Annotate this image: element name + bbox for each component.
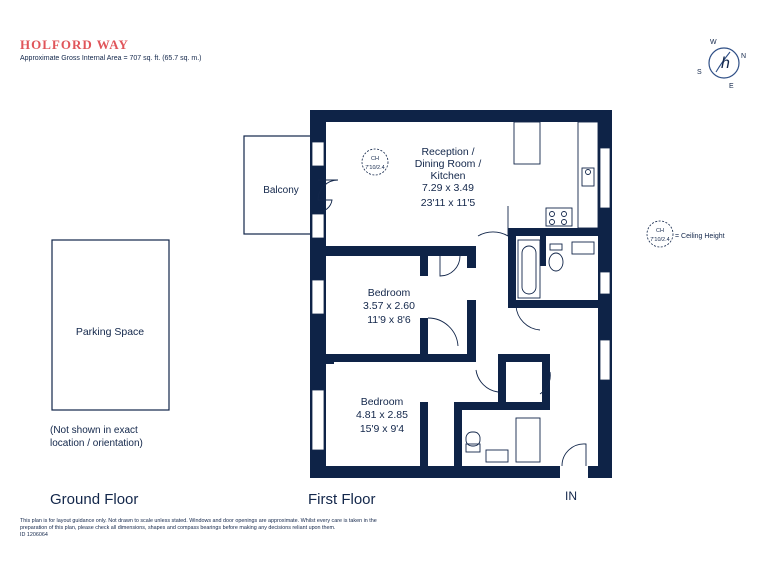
reception-label: Reception / Dining Room / Kitchen 7.29 x… — [415, 146, 482, 209]
kitchen-units — [513, 121, 599, 229]
balcony-label: Balcony — [263, 185, 299, 196]
parking-space-label: Parking Space — [76, 326, 144, 338]
parking-location-note: (Not shown in exact location / orientati… — [50, 424, 143, 450]
compass-icon: h N W S E — [697, 39, 746, 90]
ground-floor-label: Ground Floor — [50, 491, 139, 508]
svg-text:4.81 x 2.85: 4.81 x 2.85 — [356, 409, 408, 421]
disclaimer-footer: This plan is for layout guidance only. N… — [20, 518, 400, 539]
windows — [311, 141, 611, 451]
ceiling-height-legend: CH 7'10/2.4 = Ceiling Height — [646, 220, 725, 248]
compass-east: E — [729, 83, 734, 90]
plan-id: ID 1206064 — [20, 532, 48, 538]
bedroom-2-label: Bedroom 4.81 x 2.85 15'9 x 9'4 — [356, 396, 408, 435]
ceiling-height-marker: CH 7'10/2.4 — [361, 148, 389, 176]
gross-internal-area: Approximate Gross Internal Area = 707 sq… — [20, 55, 202, 62]
interior-walls — [326, 228, 598, 466]
legend-marker-bottom: 7'10/2.4 — [650, 237, 669, 243]
svg-text:3.57 x 2.60: 3.57 x 2.60 — [363, 300, 415, 312]
compass-south: S — [697, 69, 702, 76]
svg-text:15'9 x 9'4: 15'9 x 9'4 — [360, 423, 404, 435]
svg-text:7.29 x 3.49: 7.29 x 3.49 — [422, 182, 474, 194]
svg-text:Bedroom: Bedroom — [368, 287, 411, 299]
parking-note-line-1: (Not shown in exact — [50, 425, 138, 436]
svg-text:23'11 x 11'5: 23'11 x 11'5 — [421, 197, 476, 209]
parking-note-line-2: location / orientation) — [50, 438, 143, 449]
svg-text:11'9 x 8'6: 11'9 x 8'6 — [367, 314, 411, 326]
disclaimer-text: This plan is for layout guidance only. N… — [20, 518, 377, 531]
legend-marker-top: CH — [656, 228, 664, 234]
compass-north: N — [741, 53, 746, 60]
parking-space-outline — [51, 239, 170, 411]
svg-text:Reception /: Reception / — [421, 146, 474, 158]
door-swings — [317, 179, 587, 467]
legend-text: = Ceiling Height — [675, 233, 725, 240]
svg-text:Kitchen: Kitchen — [430, 170, 465, 182]
svg-text:Bedroom: Bedroom — [361, 396, 404, 408]
compass-west: W — [710, 39, 717, 46]
ceiling-marker-top: CH — [371, 156, 379, 162]
compass-logo-glyph: h — [721, 55, 730, 72]
entrance-label: IN — [565, 489, 577, 503]
bedroom-1-label: Bedroom 3.57 x 2.60 11'9 x 8'6 — [363, 287, 415, 326]
ceiling-marker-bottom: 7'10/2.4 — [365, 165, 384, 171]
first-floor-label: First Floor — [308, 491, 376, 508]
property-title: HOLFORD WAY — [20, 37, 129, 52]
svg-text:Dining Room /: Dining Room / — [415, 158, 482, 170]
bathroom-fittings — [465, 239, 595, 463]
